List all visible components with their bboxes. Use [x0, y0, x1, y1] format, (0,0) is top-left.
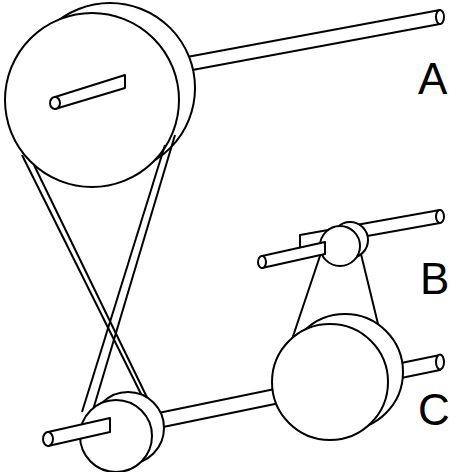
shaft-end: [43, 432, 53, 446]
shaft-label: B: [420, 257, 449, 301]
belt: [34, 165, 158, 420]
belt: [90, 135, 175, 420]
shaft-end: [436, 355, 444, 370]
belt: [82, 145, 165, 412]
shaft-end: [436, 210, 444, 223]
shaft-label: A: [418, 57, 447, 101]
shaft: [55, 75, 125, 109]
shaft: [262, 242, 325, 268]
shaft: [48, 418, 110, 446]
shaft: [160, 10, 440, 76]
shaft-label: C: [418, 388, 450, 432]
shaft-end: [258, 256, 266, 268]
pulley-front: [5, 13, 179, 187]
shaft-end: [436, 10, 444, 24]
shaft-end: [50, 97, 60, 109]
pulley-front: [272, 324, 388, 440]
